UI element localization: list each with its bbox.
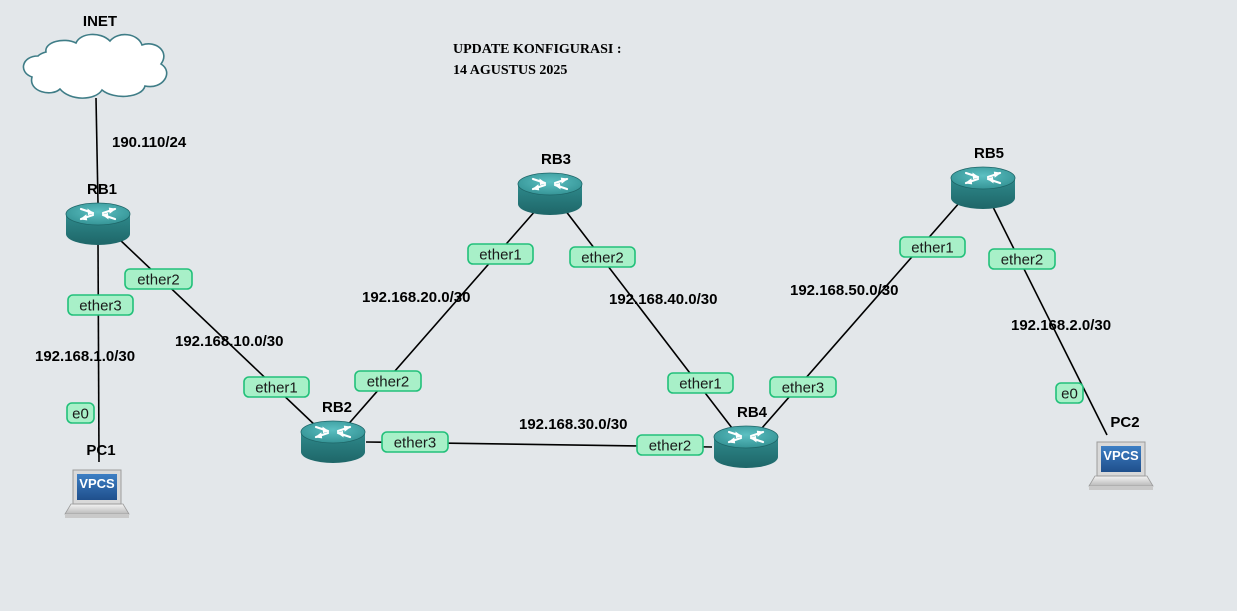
router-icon bbox=[949, 165, 1017, 211]
svg-text:ether3: ether3 bbox=[79, 298, 122, 315]
iface-rb2-ether2[interactable]: ether2 bbox=[354, 370, 422, 392]
links bbox=[95, 97, 1108, 463]
svg-text:ether1: ether1 bbox=[479, 247, 522, 264]
node-rb5[interactable]: RB5 bbox=[949, 145, 1017, 211]
subnet-label-inet-rb1: 190.110/24 bbox=[112, 134, 187, 151]
link-inet-rb1[interactable] bbox=[95, 97, 99, 204]
svg-text:e0: e0 bbox=[72, 406, 89, 423]
router-icon bbox=[299, 419, 367, 465]
subnet-label-rb2-rb4: 192.168.30.0/30 bbox=[519, 416, 627, 433]
node-pc1[interactable]: VPCS PC1 bbox=[64, 442, 130, 519]
svg-text:ether1: ether1 bbox=[679, 376, 722, 393]
iface-rb5-ether1[interactable]: ether1 bbox=[899, 236, 966, 258]
node-rb2[interactable]: RB2 bbox=[299, 399, 367, 465]
node-label-rb4: RB4 bbox=[737, 404, 768, 421]
subnet-label-rb4-rb5: 192.168.50.0/30 bbox=[790, 282, 898, 299]
node-label-rb3: RB3 bbox=[541, 151, 571, 168]
link-rb1-pc1[interactable] bbox=[97, 239, 100, 463]
iface-pc1-e0[interactable]: e0 bbox=[66, 402, 95, 424]
subnet-label-rb1-rb2: 192.168.10.0/30 bbox=[175, 333, 283, 350]
iface-rb2-ether1[interactable]: ether1 bbox=[243, 376, 310, 398]
svg-text:ether3: ether3 bbox=[782, 380, 825, 397]
router-icon bbox=[516, 171, 584, 217]
subnet-labels: 190.110/24 192.168.1.0/30 192.168.10.0/3… bbox=[35, 134, 1111, 433]
svg-text:ether2: ether2 bbox=[367, 374, 410, 391]
iface-rb5-ether2[interactable]: ether2 bbox=[988, 248, 1056, 270]
node-label-pc2: PC2 bbox=[1110, 414, 1139, 431]
node-label-inet: INET bbox=[83, 13, 117, 30]
iface-rb1-ether3[interactable]: ether3 bbox=[67, 294, 134, 316]
node-rb3[interactable]: RB3 bbox=[516, 151, 584, 217]
svg-text:ether2: ether2 bbox=[137, 272, 180, 289]
iface-rb4-ether2[interactable]: ether2 bbox=[636, 434, 704, 456]
subnet-label-rb5-pc2: 192.168.2.0/30 bbox=[1011, 317, 1111, 334]
subnet-label-rb1-pc1: 192.168.1.0/30 bbox=[35, 348, 135, 365]
node-label-pc1: PC1 bbox=[86, 442, 115, 459]
router-icon bbox=[64, 201, 132, 247]
node-inet[interactable]: INET bbox=[22, 13, 168, 99]
vpcs-screen-text: VPCS bbox=[1103, 448, 1139, 463]
interface-labels: ether2 ether3 e0 ether1 ether2 ether3 et… bbox=[66, 236, 1084, 456]
svg-text:e0: e0 bbox=[1061, 386, 1078, 403]
subnet-label-rb2-rb3: 192.168.20.0/30 bbox=[362, 289, 470, 306]
svg-text:ether1: ether1 bbox=[255, 380, 298, 397]
node-label-rb1: RB1 bbox=[87, 181, 117, 198]
svg-text:ether3: ether3 bbox=[394, 435, 437, 452]
svg-text:ether2: ether2 bbox=[1001, 252, 1044, 269]
iface-pc2-e0[interactable]: e0 bbox=[1055, 382, 1084, 404]
node-label-rb2: RB2 bbox=[322, 399, 352, 416]
svg-text:ether2: ether2 bbox=[649, 438, 692, 455]
node-label-rb5: RB5 bbox=[974, 145, 1004, 162]
iface-rb3-ether1[interactable]: ether1 bbox=[467, 243, 534, 265]
subnet-label-rb3-rb4: 192.168.40.0/30 bbox=[609, 291, 717, 308]
link-rb3-rb4[interactable] bbox=[564, 209, 733, 429]
iface-rb2-ether3[interactable]: ether3 bbox=[381, 431, 449, 453]
node-pc2[interactable]: VPCS PC2 bbox=[1088, 414, 1154, 491]
iface-rb4-ether1[interactable]: ether1 bbox=[667, 372, 734, 394]
router-icon bbox=[712, 424, 780, 470]
node-rb4[interactable]: RB4 bbox=[712, 404, 780, 470]
svg-text:ether1: ether1 bbox=[911, 240, 954, 257]
node-rb1[interactable]: RB1 bbox=[64, 181, 132, 247]
note-line-1: UPDATE KONFIGURASI : bbox=[453, 42, 622, 57]
iface-rb4-ether3[interactable]: ether3 bbox=[769, 376, 837, 398]
iface-rb3-ether2[interactable]: ether2 bbox=[569, 246, 636, 268]
link-rb5-pc2[interactable] bbox=[991, 204, 1108, 436]
link-rb2-rb3[interactable] bbox=[344, 209, 537, 429]
iface-rb1-ether2[interactable]: ether2 bbox=[124, 268, 193, 290]
note-line-2: 14 AGUSTUS 2025 bbox=[453, 63, 567, 78]
svg-text:ether2: ether2 bbox=[581, 250, 624, 267]
vpcs-screen-text: VPCS bbox=[79, 476, 115, 491]
config-note[interactable]: UPDATE KONFIGURASI : 14 AGUSTUS 2025 bbox=[453, 42, 622, 78]
cloud-icon bbox=[22, 33, 168, 99]
